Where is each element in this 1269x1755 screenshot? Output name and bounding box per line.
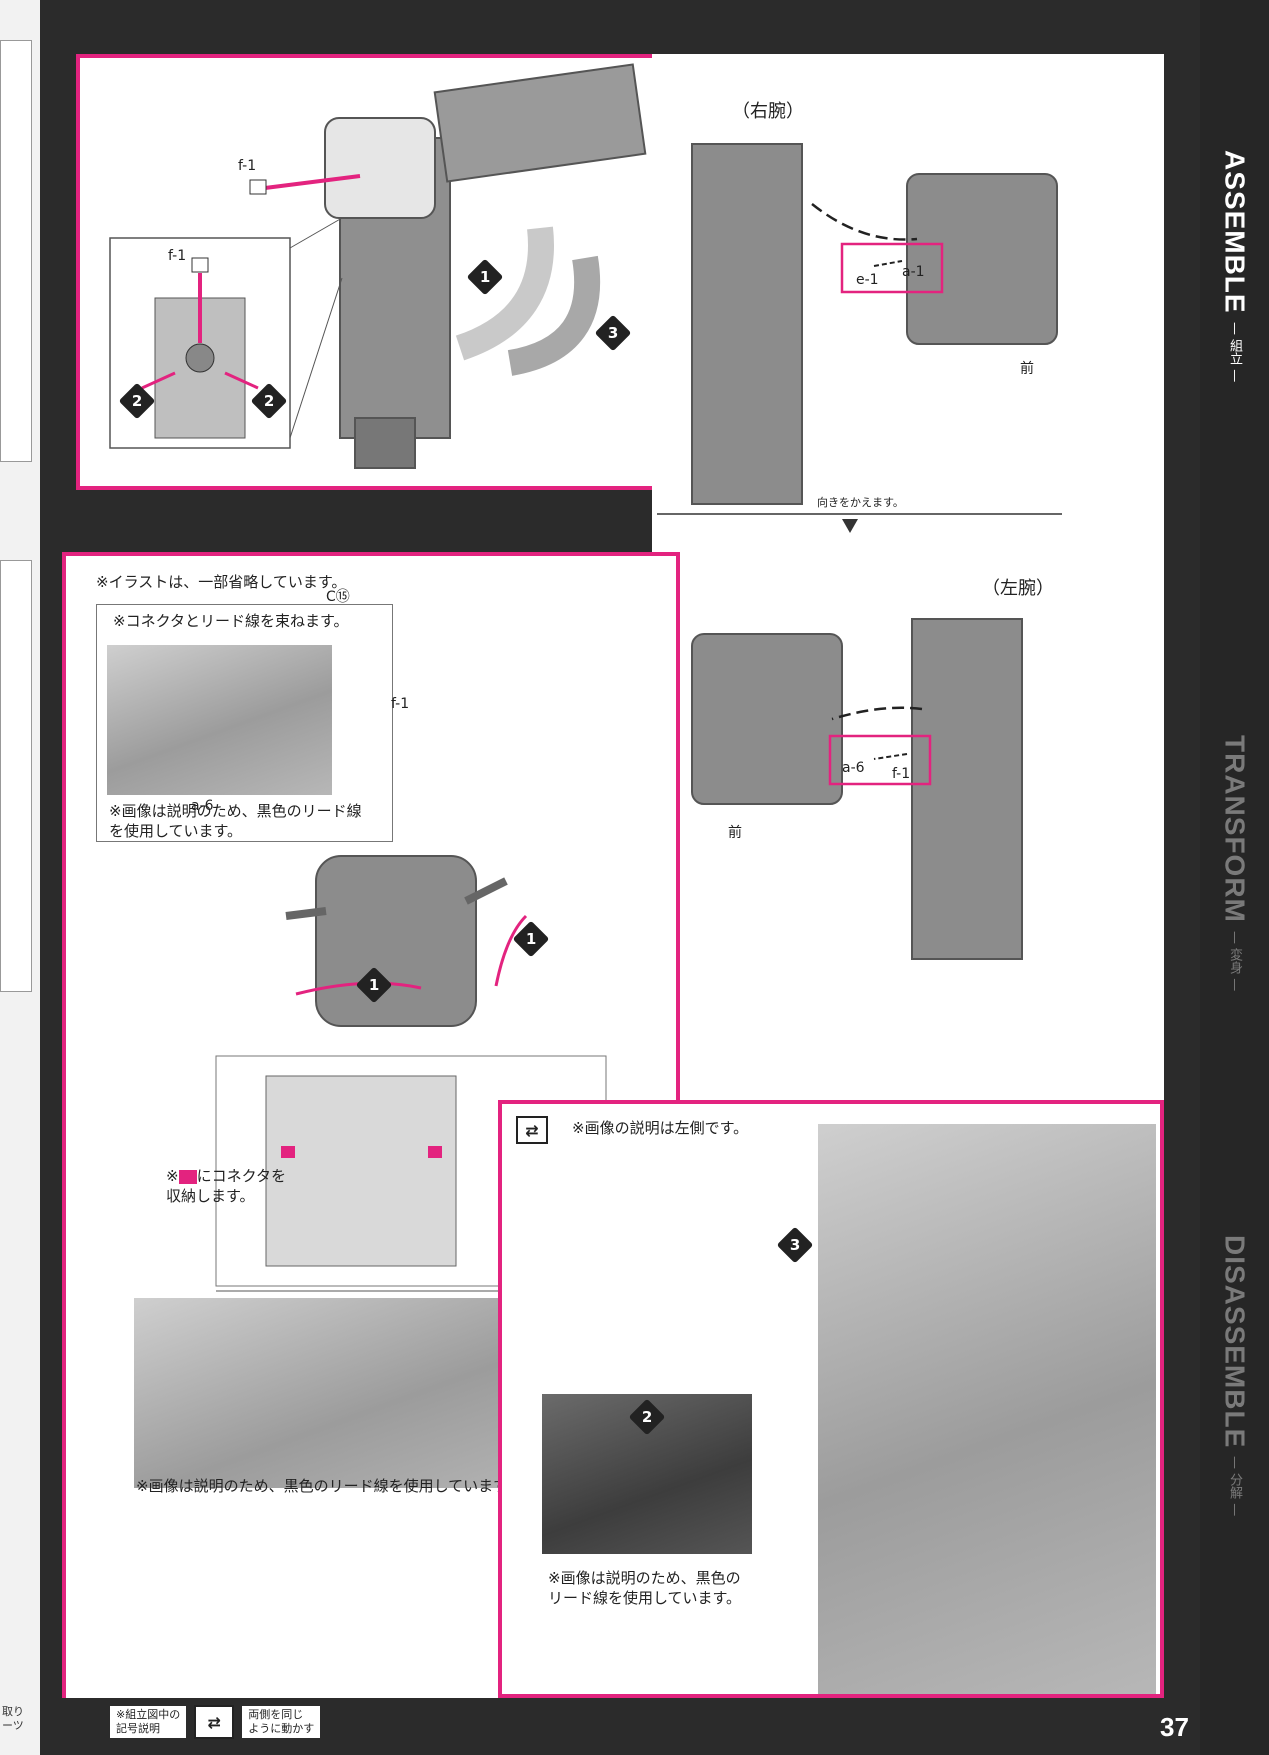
note-black-wire: ※画像は説明のため、黒色のリード線を使用しています。: [548, 1569, 742, 1607]
inset-pointer: [289, 217, 343, 249]
label-f1-top: f-1: [238, 158, 257, 174]
storage-slot-right: [428, 1146, 442, 1158]
pink-marker: [178, 1169, 197, 1184]
torso-part: [315, 855, 477, 1027]
wire-right: [494, 914, 528, 987]
label-c15: C⑮: [326, 589, 350, 605]
insert-path-left: [831, 706, 923, 721]
label-f1-inset: f-1: [168, 248, 187, 264]
left-page-panel: [0, 40, 32, 462]
legend-title: ※組立図中の記号説明: [110, 1706, 187, 1738]
sidebar-section-transform: TRANSFORM — 変身 —: [1200, 735, 1269, 991]
note-black-wire: ※画像は説明のため、黒色のリード線を使用しています。: [109, 802, 362, 840]
storage-slot-left: [281, 1146, 295, 1158]
sidebar-section-disassemble: DISASSEMBLE — 分解 —: [1200, 1235, 1269, 1517]
both-sides-icon: ⇄: [194, 1705, 235, 1739]
left-arm-part: [911, 618, 1023, 960]
connector-arrow-right: [873, 260, 903, 267]
label-a6: a-6: [191, 798, 214, 814]
connector-f1: [249, 179, 267, 195]
section-title: DISASSEMBLE: [1219, 1235, 1251, 1449]
front-label-left: 前: [728, 825, 742, 841]
photo-arm-swing: [818, 1124, 1156, 1694]
step-panel-arm-connect: （右腕） e-1 a-1 前 向きをかえます。 （左腕） a-6 f-1 前: [652, 54, 1164, 1100]
torso-part-right: [906, 173, 1058, 345]
rotate-arrow-1: [455, 226, 554, 361]
shoulder-block: [324, 117, 436, 219]
label-a6: a-6: [842, 760, 865, 776]
section-sub: — 変身 —: [1227, 930, 1242, 992]
both-sides-icon: ⇄: [516, 1116, 548, 1144]
hand-block: [354, 417, 416, 469]
sidebar-section-assemble: ASSEMBLE — 組立 —: [1200, 150, 1269, 382]
connector-box-right: [840, 242, 944, 294]
upper-arm-block: [433, 63, 647, 183]
footer-legend: ※組立図中の記号説明 ⇄ 両側を同じように動かす: [110, 1702, 321, 1742]
label-f1: f-1: [391, 696, 410, 712]
photo-inset-bundle: ※コネクタとリード線を束ねます。 ※画像は説明のため、黒色のリード線を使用してい…: [96, 604, 393, 842]
note-black-wire-bottom: ※画像は説明のため、黒色のリード線を使用しています。: [136, 1477, 522, 1495]
turn-down-marker: [842, 519, 858, 533]
turn-note: 向きをかえます。: [817, 496, 904, 509]
arm-rotate-illustration: [109, 63, 647, 469]
left-page-edge: 取りーツ: [0, 0, 40, 1755]
note-illustration-partial: ※イラストは、一部省略しています。: [96, 573, 347, 591]
storage-torso: [265, 1075, 457, 1267]
inset-socket: [185, 343, 215, 373]
connector-box-left: [828, 734, 932, 786]
section-title: TRANSFORM: [1219, 735, 1251, 923]
section-sub: — 組立 —: [1227, 321, 1242, 382]
left-arm-heading: （左腕）: [982, 578, 1054, 599]
inset-pointer: [289, 277, 343, 439]
label-e1: e-1: [856, 272, 879, 288]
photo-connector-bundle: [107, 645, 332, 795]
press-arrow-right: [224, 371, 259, 390]
note-left-side: ※画像の説明は左側です。: [572, 1119, 749, 1137]
shoulder-peg-right: [464, 877, 508, 905]
insert-path-right: [811, 203, 918, 241]
right-arm-heading: （右腕）: [732, 101, 804, 122]
page: f-1 f-1 1 2 2 3 （右腕） e-1 a-1 前 向きをかえます。 …: [40, 0, 1200, 1755]
label-f1: f-1: [892, 766, 911, 782]
note-store: ※にコネクタを収納します。: [166, 1167, 286, 1205]
step-panel-arm-swing: ⇄ ※画像の説明は左側です。 3 2 ※画像は説明のため、黒色のリード線を使用し…: [498, 1100, 1164, 1698]
label-a1: a-1: [902, 264, 925, 280]
section-title: ASSEMBLE: [1219, 150, 1251, 314]
page-number: 37: [1160, 1712, 1189, 1742]
rotate-arrow-3: [507, 255, 601, 376]
shoulder-peg-left: [285, 907, 327, 920]
arm-connect-illustration: [657, 143, 1062, 960]
right-arm-part: [691, 143, 803, 505]
step-3-badge: 3: [776, 1226, 814, 1264]
inset-connector: [191, 257, 209, 273]
torso-part-left: [691, 633, 843, 805]
left-page-note: 取りーツ: [2, 1705, 24, 1732]
legend-desc: 両側を同じように動かす: [242, 1706, 321, 1738]
front-label-right: 前: [1020, 361, 1034, 377]
connector-arrow-left: [873, 753, 908, 760]
section-sub: — 分解 —: [1227, 1456, 1242, 1517]
left-page-panel: [0, 560, 32, 992]
lead-wire: [264, 174, 361, 190]
section-sidebar: ASSEMBLE — 組立 — TRANSFORM — 変身 — DISASSE…: [1200, 0, 1269, 1755]
step-panel-arm-rotate: f-1 f-1 1 2 2 3: [76, 54, 680, 490]
press-arrow-left: [141, 371, 176, 390]
note-bundle: ※コネクタとリード線を束ねます。: [113, 612, 349, 630]
